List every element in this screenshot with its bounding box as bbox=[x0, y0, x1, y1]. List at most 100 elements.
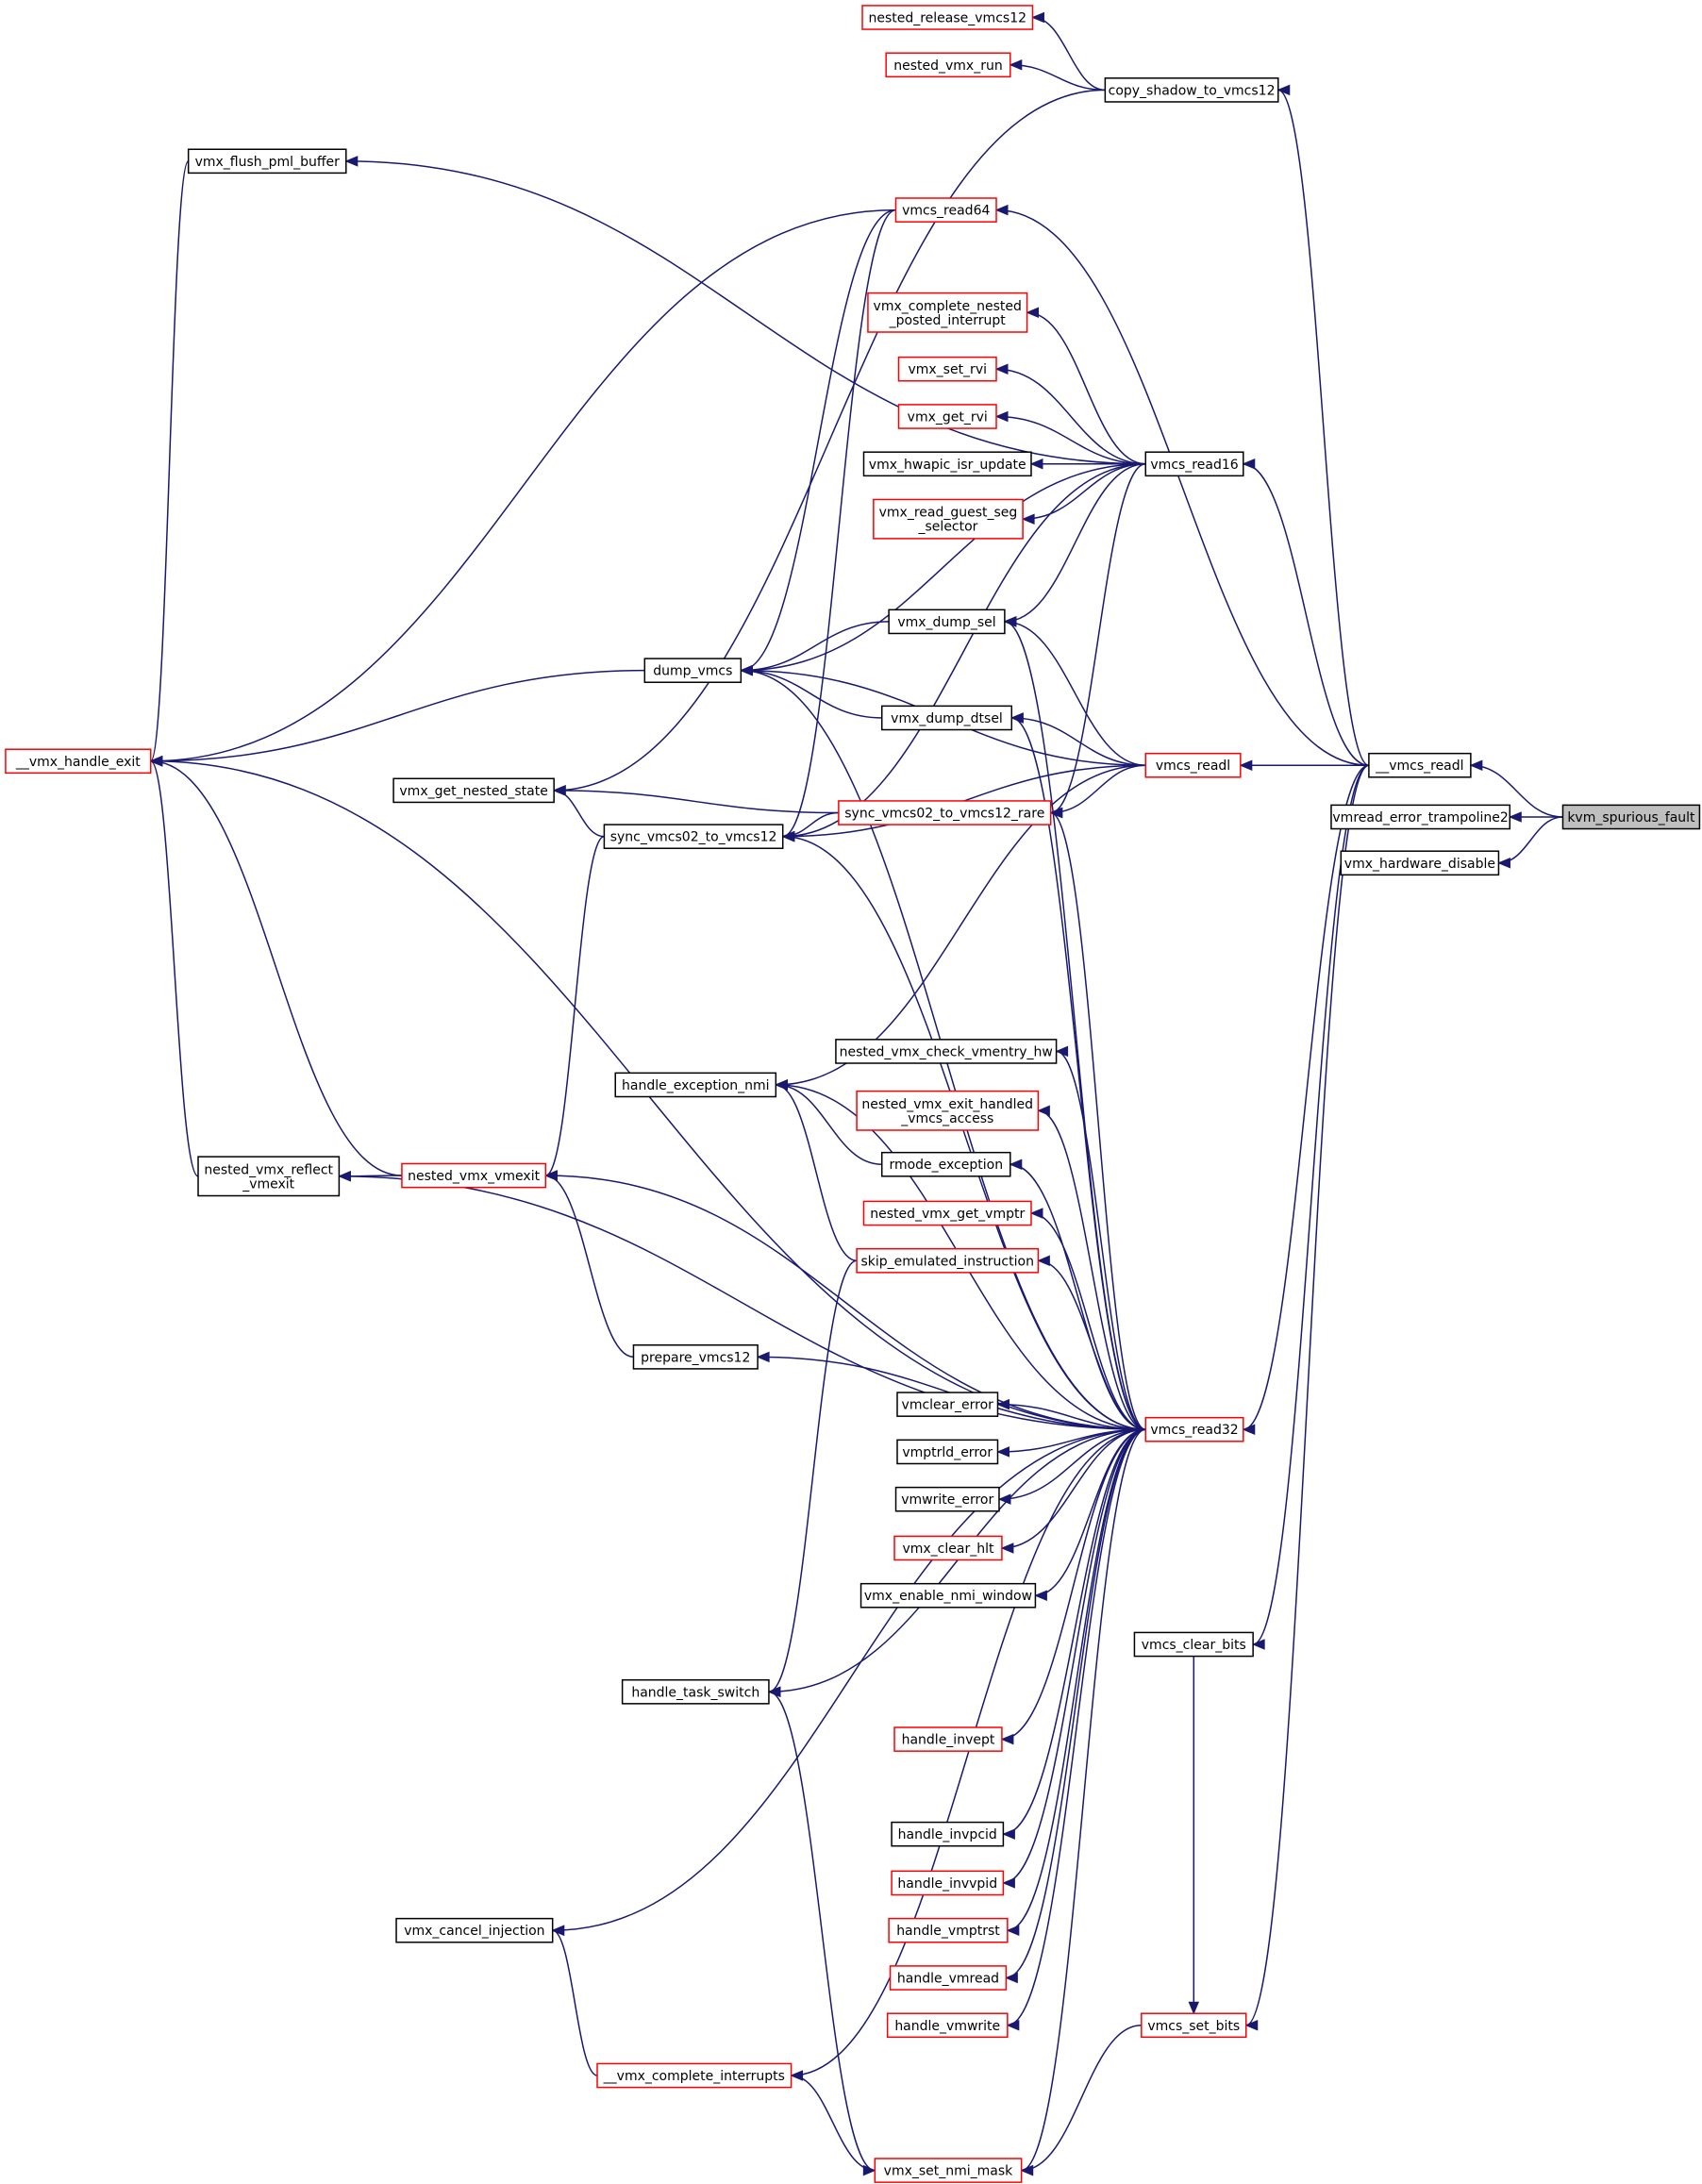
arrowhead-icon bbox=[1029, 458, 1043, 470]
node-vmx-set-nmi-mask[interactable]: vmx_set_nmi_mask bbox=[874, 2158, 1023, 2183]
node-skip-emulated-instruction[interactable]: skip_emulated_instruction bbox=[856, 1247, 1040, 1274]
node-box bbox=[889, 1965, 1008, 1991]
node-nested-vmx-reflect-vmexit[interactable]: nested_vmx_reflect_vmexit bbox=[197, 1156, 341, 1197]
node-vmcs-clear-bits[interactable]: vmcs_clear_bits bbox=[1133, 1631, 1254, 1658]
node-vmx-handle-exit[interactable]: __vmx_handle_exit bbox=[5, 748, 152, 775]
node-box bbox=[603, 824, 784, 849]
node-vmcs-read16[interactable]: vmcs_read16 bbox=[1144, 451, 1244, 477]
node-vmcs-read32[interactable]: vmcs_read32 bbox=[1144, 1416, 1244, 1442]
node-handle-invvpid[interactable]: handle_invvpid bbox=[891, 1870, 1005, 1896]
node-label: vmx_dump_dtsel bbox=[891, 711, 1003, 726]
node-box bbox=[621, 1678, 770, 1705]
arrowhead-icon bbox=[1276, 84, 1291, 96]
call-edge bbox=[1026, 307, 1146, 465]
node-nested-release-vmcs12[interactable]: nested_release_vmcs12 bbox=[861, 5, 1034, 30]
edge-line bbox=[1003, 1428, 1146, 1884]
node-vmcs-readl[interactable]: __vmcs_readl bbox=[1368, 752, 1472, 778]
node-vmx-complete-interrupts[interactable]: __vmx_complete_interrupts bbox=[596, 2062, 793, 2089]
edge-line bbox=[1050, 811, 1146, 1430]
arrowhead-icon bbox=[1242, 1424, 1256, 1435]
node-sync-vmcs02-to-vmcs12-rare[interactable]: sync_vmcs02_to_vmcs12_rare bbox=[838, 800, 1052, 825]
node-vmx-hardware-disable[interactable]: vmx_hardware_disable bbox=[1340, 850, 1500, 876]
node-label: _selector bbox=[918, 520, 978, 535]
edge-line bbox=[552, 1929, 598, 2076]
node-vmclear-error[interactable]: vmclear_error bbox=[896, 1392, 999, 1417]
node-box bbox=[1330, 804, 1511, 830]
node-label: vmx_set_nmi_mask bbox=[884, 2164, 1014, 2179]
node-sync-vmcs02-to-vmcs12[interactable]: sync_vmcs02_to_vmcs12 bbox=[603, 824, 784, 849]
node-vmx-enable-nmi-window[interactable]: vmx_enable_nmi_window bbox=[859, 1582, 1037, 1609]
node-handle-vmread[interactable]: handle_vmread bbox=[889, 1965, 1008, 1991]
node-handle-vmwrite[interactable]: handle_vmwrite bbox=[886, 2012, 1009, 2039]
node-label: handle_vmread bbox=[897, 1971, 999, 1986]
call-edge bbox=[1242, 764, 1370, 1435]
node-box bbox=[401, 1162, 547, 1189]
node-vmx-set-rvi[interactable]: vmx_set_rvi bbox=[897, 356, 997, 382]
call-edge bbox=[551, 1428, 1146, 1936]
call-edge bbox=[1242, 458, 1369, 766]
node-vmx-complete-nested-posted-interrupt[interactable]: vmx_complete_nested_posted_interrupt bbox=[867, 292, 1028, 333]
arrowhead-icon bbox=[1497, 858, 1510, 869]
node-box bbox=[856, 1090, 1040, 1131]
node-vmx-dump-dtsel[interactable]: vmx_dump_dtsel bbox=[880, 705, 1013, 731]
node-vmx-cancel-injection[interactable]: vmx_cancel_injection bbox=[395, 1917, 554, 1943]
node-vmwrite-error[interactable]: vmwrite_error bbox=[894, 1486, 1000, 1512]
node-rmode-exception[interactable]: rmode_exception bbox=[880, 1151, 1011, 1177]
node-label: vmclear_error bbox=[902, 1398, 994, 1413]
arrowhead-icon bbox=[1000, 1542, 1014, 1554]
node-box bbox=[1144, 451, 1244, 477]
node-nested-vmx-run[interactable]: nested_vmx_run bbox=[885, 52, 1011, 78]
node-nested-vmx-vmexit[interactable]: nested_vmx_vmexit bbox=[401, 1162, 547, 1189]
node-prepare-vmcs12[interactable]: prepare_vmcs12 bbox=[632, 1344, 759, 1370]
node-handle-task-switch[interactable]: handle_task_switch bbox=[621, 1678, 770, 1705]
edge-line bbox=[554, 790, 605, 838]
node-label: vmcs_clear_bits bbox=[1142, 1638, 1246, 1653]
node-vmcs-read64[interactable]: vmcs_read64 bbox=[894, 197, 997, 223]
arrowhead-icon bbox=[1000, 1733, 1014, 1745]
node-label: handle_task_switch bbox=[631, 1685, 759, 1700]
node-dump-vmcs[interactable]: dump_vmcs bbox=[643, 658, 743, 683]
node-box bbox=[1368, 752, 1472, 778]
node-box bbox=[395, 1917, 554, 1943]
node-kvm-spurious-fault[interactable]: kvm_spurious_fault bbox=[1561, 804, 1701, 830]
node-vmx-dump-sel[interactable]: vmx_dump_sel bbox=[888, 609, 1006, 635]
node-label: sync_vmcs02_to_vmcs12 bbox=[610, 830, 777, 845]
node-nested-vmx-check-vmentry-hw[interactable]: nested_vmx_check_vmentry_hw bbox=[835, 1039, 1058, 1064]
node-label: prepare_vmcs12 bbox=[641, 1350, 750, 1365]
call-edge bbox=[740, 463, 1146, 676]
arrowhead-icon bbox=[338, 1171, 351, 1182]
node-box bbox=[1133, 1631, 1254, 1658]
node-vmx-get-nested-state[interactable]: vmx_get_nested_state bbox=[392, 777, 555, 804]
node-handle-exception-nmi[interactable]: handle_exception_nmi bbox=[614, 1072, 777, 1098]
node-label: vmx_get_nested_state bbox=[399, 784, 547, 799]
edge-line bbox=[782, 208, 896, 838]
call-edge bbox=[1188, 1656, 1200, 2015]
node-copy-shadow-to-vmcs12[interactable]: copy_shadow_to_vmcs12 bbox=[1104, 77, 1279, 103]
node-handle-invpcid[interactable]: handle_invpcid bbox=[891, 1821, 1005, 1847]
node-box bbox=[891, 1821, 1005, 1847]
call-edge bbox=[781, 830, 1146, 1430]
node-handle-invept[interactable]: handle_invept bbox=[893, 1726, 1003, 1752]
edge-line bbox=[545, 1175, 634, 1359]
node-vmx-read-guest-seg-selector[interactable]: vmx_read_guest_seg_selector bbox=[873, 498, 1024, 540]
arrowhead-icon bbox=[756, 1351, 770, 1363]
node-label: __vmx_complete_interrupts bbox=[603, 2069, 785, 2084]
node-label: copy_shadow_to_vmcs12 bbox=[1109, 83, 1276, 98]
node-vmptrld-error[interactable]: vmptrld_error bbox=[896, 1439, 999, 1465]
edge-line bbox=[1243, 764, 1370, 1430]
node-box bbox=[888, 609, 1006, 635]
call-edge bbox=[1009, 59, 1106, 92]
node-vmx-clear-hlt[interactable]: vmx_clear_hlt bbox=[893, 1535, 1003, 1561]
node-vmread-error-trampoline2[interactable]: vmread_error_trampoline2 bbox=[1330, 804, 1511, 830]
node-label: vmx_complete_nested bbox=[874, 299, 1022, 314]
node-nested-vmx-get-vmptr[interactable]: nested_vmx_get_vmptr bbox=[862, 1200, 1032, 1226]
node-nested-vmx-exit-handled-vmcs-access[interactable]: nested_vmx_exit_handled_vmcs_access bbox=[856, 1090, 1040, 1131]
node-vmcs-readl[interactable]: vmcs_readl bbox=[1144, 752, 1242, 778]
node-label: handle_invpcid bbox=[898, 1827, 997, 1842]
node-vmx-flush-pml-buffer[interactable]: vmx_flush_pml_buffer bbox=[187, 148, 347, 175]
node-vmx-get-rvi[interactable]: vmx_get_rvi bbox=[897, 404, 997, 429]
node-label: vmread_error_trampoline2 bbox=[1332, 810, 1508, 825]
node-handle-vmptrst[interactable]: handle_vmptrst bbox=[888, 1917, 1009, 1943]
node-vmcs-set-bits[interactable]: vmcs_set_bits bbox=[1141, 2012, 1247, 2039]
node-vmx-hwapic-isr-update[interactable]: vmx_hwapic_isr_update bbox=[862, 451, 1032, 477]
